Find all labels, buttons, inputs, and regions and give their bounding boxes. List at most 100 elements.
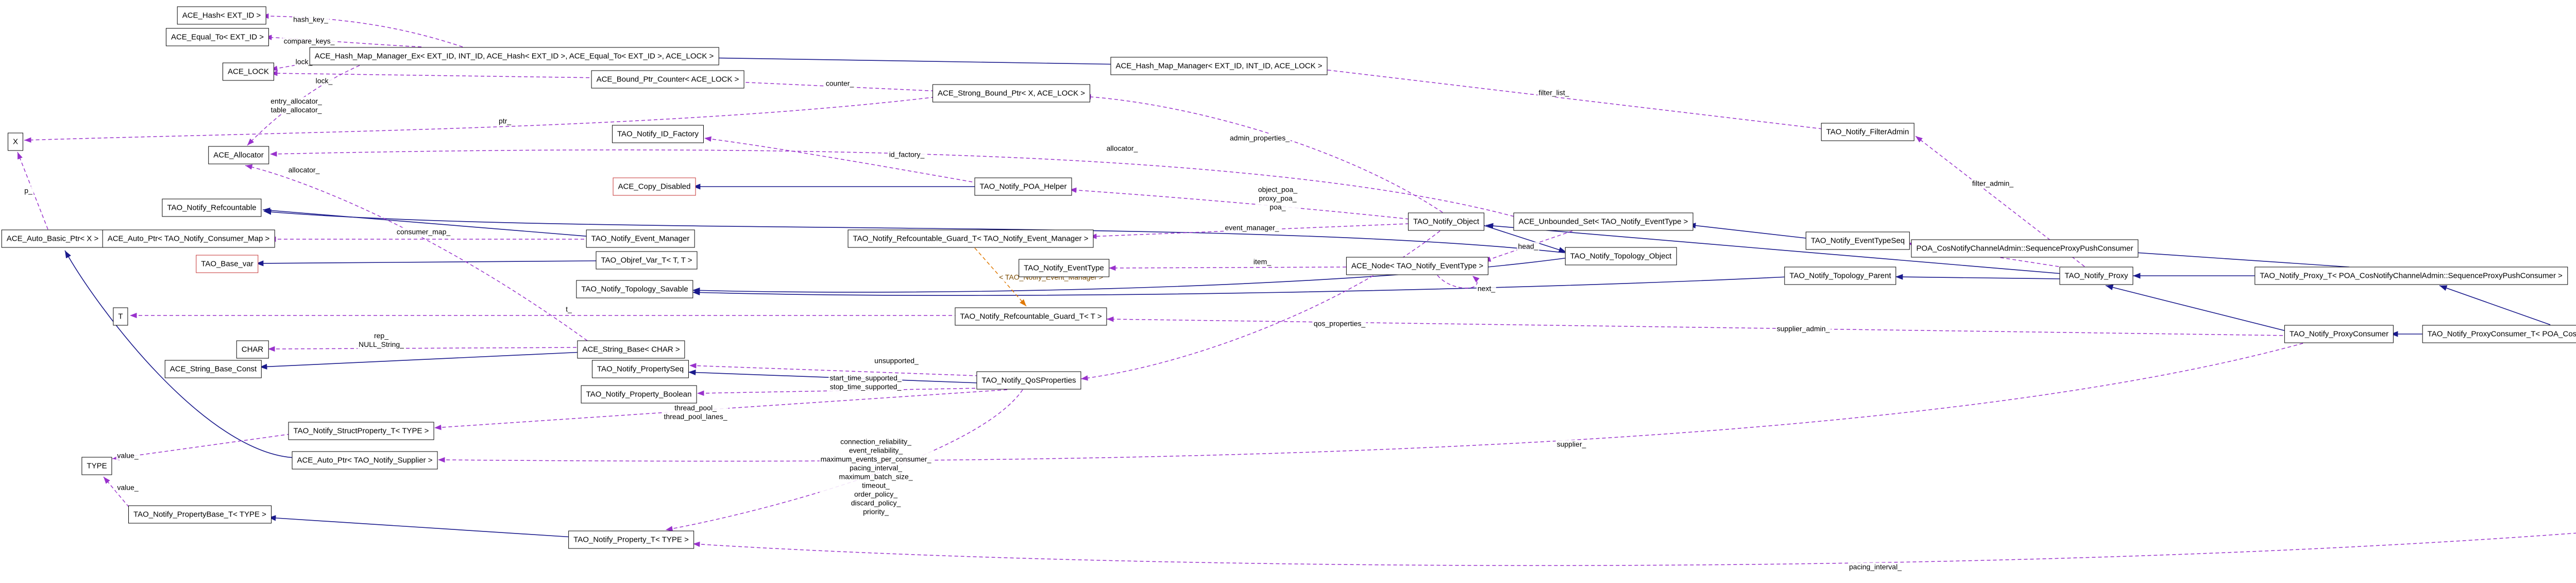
edge-label-event-manager: event_manager_ <box>1224 223 1280 232</box>
edge-use-node-eventtype <box>1108 265 1353 271</box>
class-node-ace-auto-ptr-consumer-map[interactable]: ACE_Auto_Ptr< TAO_Notify_Consumer_Map > <box>102 229 275 248</box>
edge-label-admin-properties: admin_properties_ <box>1229 134 1291 143</box>
edge-inherit-hmm-hmmex <box>700 55 1126 65</box>
class-node-ace-auto-basic-ptr[interactable]: ACE_Auto_Basic_Ptr< X > <box>1 229 104 248</box>
edge-use-object-sbp <box>1083 94 1443 213</box>
edge-use-poahelper-idfactory <box>704 136 979 184</box>
edge-use-node-self-next <box>1437 275 1480 289</box>
edge-inherit-autoptrsup-autobasic <box>64 250 296 458</box>
edge-label-lock-2: lock_ <box>314 76 334 86</box>
class-node-tao-notify-qosproperties[interactable]: TAO_Notify_QoSProperties <box>976 371 1081 390</box>
class-node-ace-lock: ACE_LOCK <box>222 62 275 81</box>
edge-label-thread-pool: thread_pool_ thread_pool_lanes_ <box>663 404 728 421</box>
edge-use-proxy-filteradmin <box>1915 136 2085 267</box>
edge-label-poas: object_poa_ proxy_poa_ poa_ <box>1257 185 1299 212</box>
edge-inherit-eventmgr-refcountable <box>262 207 592 237</box>
class-node-ace-bound-ptr-counter[interactable]: ACE_Bound_Ptr_Counter< ACE_LOCK > <box>591 70 744 89</box>
class-node-tao-notify-proxyconsumer[interactable]: TAO_Notify_ProxyConsumer <box>2284 325 2394 343</box>
class-node-tao-objref-var-t[interactable]: TAO_Objref_Var_T< T, T > <box>596 251 698 270</box>
edge-inherit-object-topoobj <box>1483 225 1567 253</box>
class-node-tao-notify-propertybase-t[interactable]: TAO_Notify_PropertyBase_T< TYPE > <box>128 505 272 524</box>
edge-inherit-topoobj-refcountable <box>263 209 1569 254</box>
edge-label-p: p_ <box>23 186 33 195</box>
class-node-tao-notify-proxy[interactable]: TAO_Notify_Proxy <box>2059 266 2133 285</box>
edge-use-proxycons-guardt <box>1106 316 2290 336</box>
class-node-t: T <box>113 307 128 326</box>
class-node-ace-hash[interactable]: ACE_Hash< EXT_ID > <box>177 6 266 25</box>
class-node-ace-string-base[interactable]: ACE_String_Base< CHAR > <box>577 340 685 359</box>
class-node-tao-notify-propertyseq[interactable]: TAO_Notify_PropertySeq <box>591 360 689 378</box>
class-node-refcountable-guard-event-manager[interactable]: TAO_Notify_Refcountable_Guard_T< TAO_Not… <box>848 229 1094 248</box>
class-node-tao-notify-event-manager[interactable]: TAO_Notify_Event_Manager <box>586 229 695 248</box>
class-node-tao-notify-proxyconsumer-t[interactable]: TAO_Notify_ProxyConsumer_T< POA_CosNotif… <box>2422 325 2576 343</box>
class-node-ace-allocator[interactable]: ACE_Allocator <box>208 146 269 164</box>
edge-use-string-alloc <box>245 164 588 341</box>
class-node-tao-notify-object[interactable]: TAO_Notify_Object <box>1408 212 1485 231</box>
class-node-tao-notify-eventtype[interactable]: TAO_Notify_EventType <box>1019 259 1109 277</box>
class-node-tao-notify-topology-savable[interactable]: TAO_Notify_Topology_Savable <box>576 280 693 298</box>
edge-inherit-propt-propbase <box>268 515 573 538</box>
edge-label-value-1: value_ <box>116 451 140 460</box>
class-node-tao-notify-refcountable[interactable]: TAO_Notify_Refcountable <box>162 198 262 217</box>
class-node-ace-hash-map-manager[interactable]: ACE_Hash_Map_Manager< EXT_ID, INT_ID, AC… <box>1110 57 1328 75</box>
edge-label-ptr: ptr_ <box>497 116 513 126</box>
class-node-tao-notify-filteradmin[interactable]: TAO_Notify_FilterAdmin <box>1821 123 1914 141</box>
edge-use-unbset-alloc <box>269 149 1520 219</box>
class-node-tao-notify-topology-object[interactable]: TAO_Notify_Topology_Object <box>1565 247 1677 265</box>
edge-inherit-proxy-topoparent <box>1895 274 2062 280</box>
edge-label-supplier: supplier_ <box>1555 440 1587 449</box>
class-node-tao-notify-id-factory[interactable]: TAO_Notify_ID_Factory <box>612 125 704 143</box>
class-node-tao-notify-topology-parent[interactable]: TAO_Notify_Topology_Parent <box>1784 266 1896 285</box>
edge-use-autobasic-x <box>17 152 48 230</box>
edge-label-consumer-map: consumer_map_ <box>395 227 452 237</box>
class-node-ace-copy-disabled[interactable]: ACE_Copy_Disabled <box>613 177 696 196</box>
edge-label-filter-admin: filter_admin_ <box>1971 179 2015 188</box>
class-node-tao-base-var[interactable]: TAO_Base_var <box>196 255 259 273</box>
class-node-ace-equal-to[interactable]: ACE_Equal_To< EXT_ID > <box>165 28 269 46</box>
edge-use-structprop-type <box>112 434 291 461</box>
class-node-ace-hash-map-manager-ex[interactable]: ACE_Hash_Map_Manager_Ex< EXT_ID, INT_ID,… <box>309 47 719 65</box>
edge-use-object-poahelper <box>1069 187 1410 220</box>
edge-label-allocator-unbset: allocator_ <box>1105 144 1139 153</box>
class-node-poa-skeleton[interactable]: POA_CosNotifyChannelAdmin::SequenceProxy… <box>1911 239 2139 258</box>
edge-inherit-topoparent-toposav <box>692 276 1788 296</box>
edge-label-id-factory: id_factory_ <box>888 150 926 159</box>
edge-label-rep-nullstring: rep_ NULL_String_ <box>358 331 405 349</box>
class-node-tao-notify-poa-helper[interactable]: TAO_Notify_POA_Helper <box>974 177 1072 196</box>
edge-label-value-2: value_ <box>116 483 140 492</box>
class-node-ace-node[interactable]: ACE_Node< TAO_Notify_EventType > <box>1346 257 1489 275</box>
edge-label-hash-key: hash_key_ <box>292 15 329 24</box>
edge-label-filter-list: filter_list_ <box>1537 88 1570 97</box>
edge-use-qos-propseq <box>689 363 979 376</box>
class-node-tao-notify-property-t[interactable]: TAO_Notify_Property_T< TYPE > <box>568 530 694 549</box>
class-node-tao-notify-proxy-t[interactable]: TAO_Notify_Proxy_T< POA_CosNotifyChannel… <box>2255 266 2568 285</box>
class-node-ace-strong-bound-ptr[interactable]: ACE_Strong_Bound_Ptr< X, ACE_LOCK > <box>932 84 1091 103</box>
edge-inherit-etseq-unbset <box>1688 223 1811 239</box>
edge-inherit-proxycons-proxy <box>2105 285 2291 332</box>
edge-use-filteradmin-hmm <box>1315 66 1823 129</box>
edge-label-qos-properties: qos_properties_ <box>1312 319 1367 328</box>
edge-label-qos-members: connection_reliability_ event_reliabilit… <box>819 437 933 517</box>
class-node-tao-notify-property-boolean[interactable]: TAO_Notify_Property_Boolean <box>581 385 697 404</box>
class-node-ace-auto-ptr-supplier[interactable]: ACE_Auto_Ptr< TAO_Notify_Supplier > <box>292 451 438 470</box>
class-node-ace-unbounded-set[interactable]: ACE_Unbounded_Set< TAO_Notify_EventType … <box>1513 212 1693 231</box>
edge-use-hmmex-alloc <box>247 65 360 146</box>
class-node-type: TYPE <box>81 457 112 475</box>
edge-use-sbp-x <box>24 96 941 143</box>
edge-label-item: item_ <box>1252 257 1273 266</box>
edge-inherit-proxyt-poaskel <box>2127 249 2350 268</box>
edge-label-supplier-admin: supplier_admin_ <box>1775 324 1831 334</box>
class-node-ace-string-base-const[interactable]: ACE_String_Base_Const <box>164 360 262 378</box>
edge-label-unsupported: unsupported_ <box>873 356 920 365</box>
class-node-refcountable-guard-t[interactable]: TAO_Notify_Refcountable_Guard_T< T > <box>955 307 1107 326</box>
class-node-tao-notify-structproperty-t[interactable]: TAO_Notify_StructProperty_T< TYPE > <box>288 422 434 440</box>
edge-use-object-guardem <box>1089 223 1410 239</box>
edge-inherit-proxyconst-proxyt <box>2439 285 2551 325</box>
edge-label-t-member: t_ <box>565 305 573 314</box>
edge-inherit-string-stringconst <box>259 352 584 370</box>
edge-label-time-supported: start_time_supported_ stop_time_supporte… <box>828 374 903 391</box>
edge-label-entry-table-allocator: entry_allocator_ table_allocator_ <box>269 97 323 114</box>
class-node-tao-notify-eventtypeseq[interactable]: TAO_Notify_EventTypeSeq <box>1805 231 1910 250</box>
